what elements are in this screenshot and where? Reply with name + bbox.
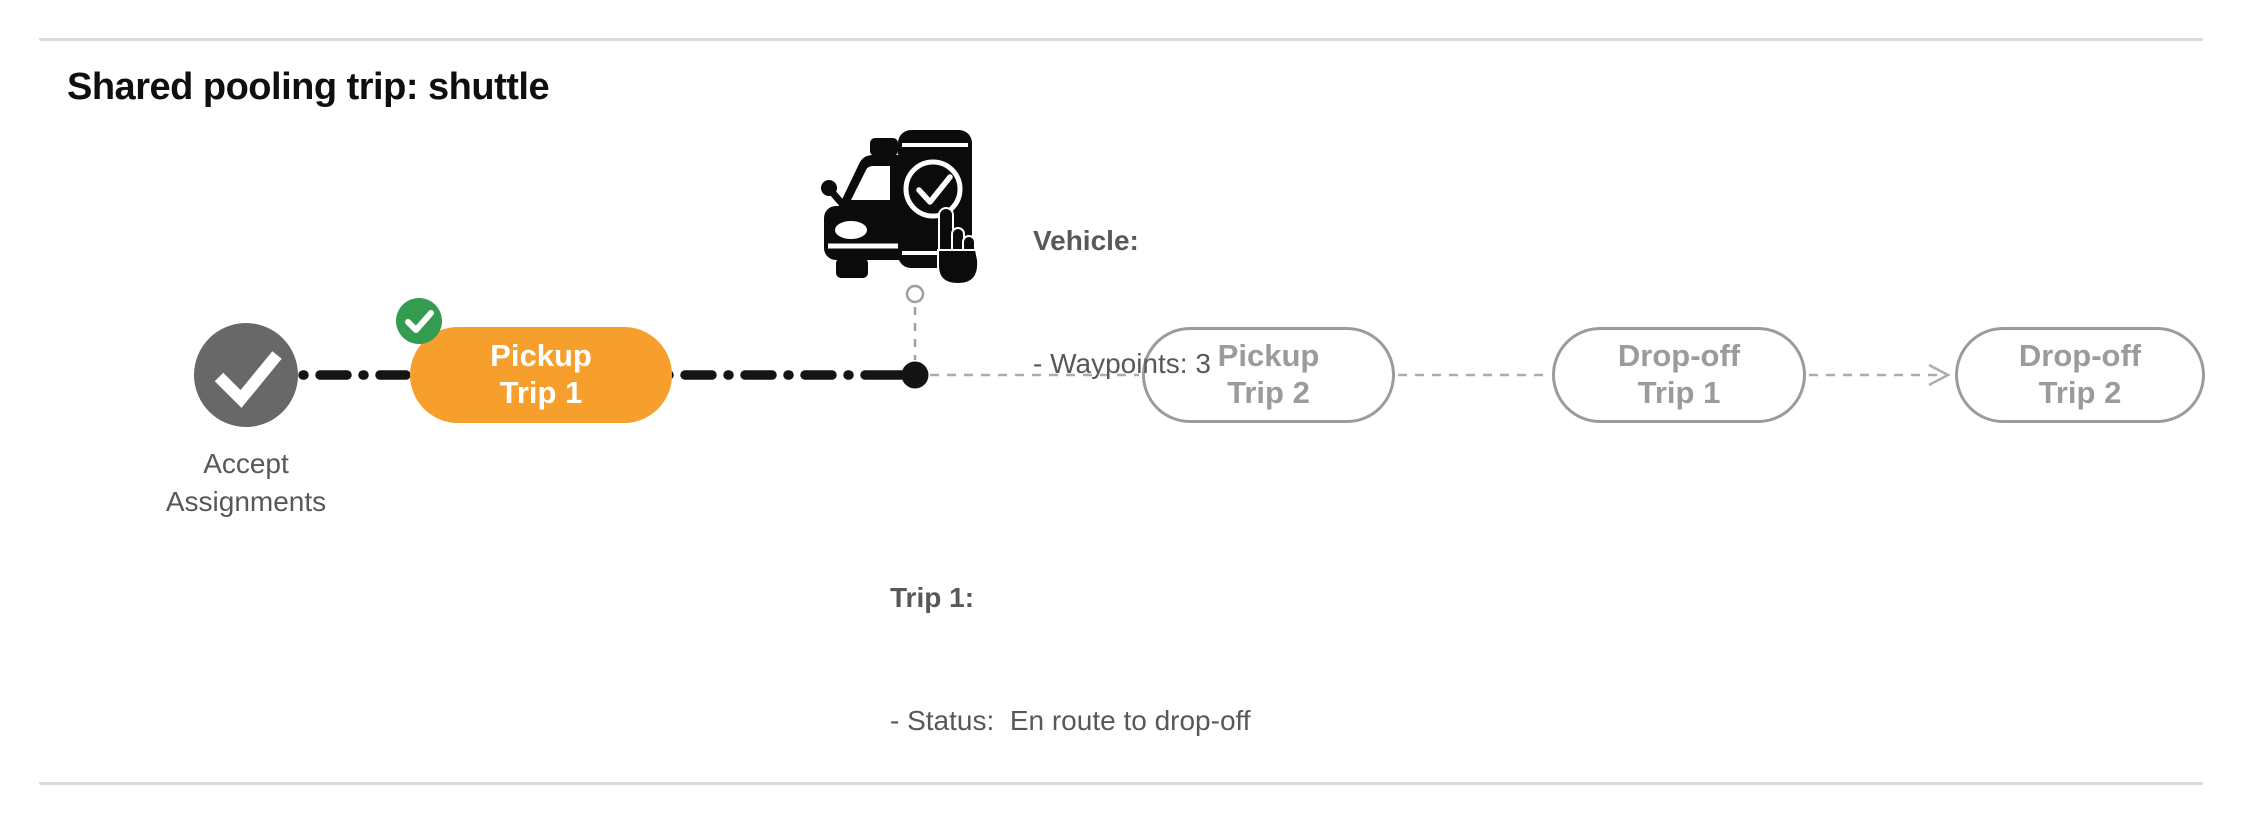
- vehicle-position-marker: [888, 284, 929, 389]
- upcoming-path-dashes: [930, 363, 1951, 387]
- vehicle-info: Vehicle: - Waypoints: 3: [1033, 138, 1211, 466]
- trip-status-block: Trip 1: - Status: En route to drop-off -…: [890, 495, 1251, 825]
- bottom-divider: [39, 782, 2203, 785]
- stop-dropoff-trip-1: Drop-off Trip 1: [1552, 327, 1806, 423]
- vehicle-waypoints: - Waypoints: 3: [1033, 348, 1211, 379]
- current-position-dot: [901, 361, 929, 389]
- arrowhead-icon: [1928, 363, 1951, 387]
- stop-label: Trip 2: [1227, 375, 1310, 410]
- stop-pickup-trip-2: Pickup Trip 2: [1142, 327, 1395, 423]
- stop-label: Drop-off: [1617, 338, 1741, 374]
- completed-badge: [396, 298, 442, 344]
- accept-assignments-node: [194, 323, 298, 427]
- pointing-hand: [937, 207, 980, 286]
- stop-label: Drop-off: [2018, 338, 2142, 374]
- stop-dropoff-trip-2: Drop-off Trip 2: [1955, 327, 2205, 423]
- accept-assignments-line2: Assignments: [165, 486, 327, 517]
- trip1-label: Trip 1:: [890, 582, 975, 613]
- stop-label: Pickup: [1217, 338, 1320, 374]
- car-phone-check-icon: [821, 130, 980, 286]
- accept-assignments-line1: Accept: [203, 448, 289, 479]
- stop-label: Trip 2: [2038, 375, 2122, 410]
- top-divider: [39, 38, 2203, 41]
- stop-pickup-trip-1: Pickup Trip 1: [410, 327, 672, 423]
- vehicle-label: Vehicle:: [1033, 225, 1139, 256]
- stop-label: Trip 1: [1637, 375, 1721, 410]
- marker-open-circle: [905, 284, 925, 304]
- page-title: Shared pooling trip: shuttle: [67, 66, 550, 108]
- check-icon: [405, 310, 434, 333]
- stop-label: Pickup: [490, 338, 592, 374]
- accept-assignments-label: Accept Assignments: [136, 445, 356, 521]
- stop-label: Trip 1: [499, 375, 583, 410]
- check-icon: [214, 351, 282, 408]
- trip1-status: - Status: En route to drop-off: [890, 705, 1251, 736]
